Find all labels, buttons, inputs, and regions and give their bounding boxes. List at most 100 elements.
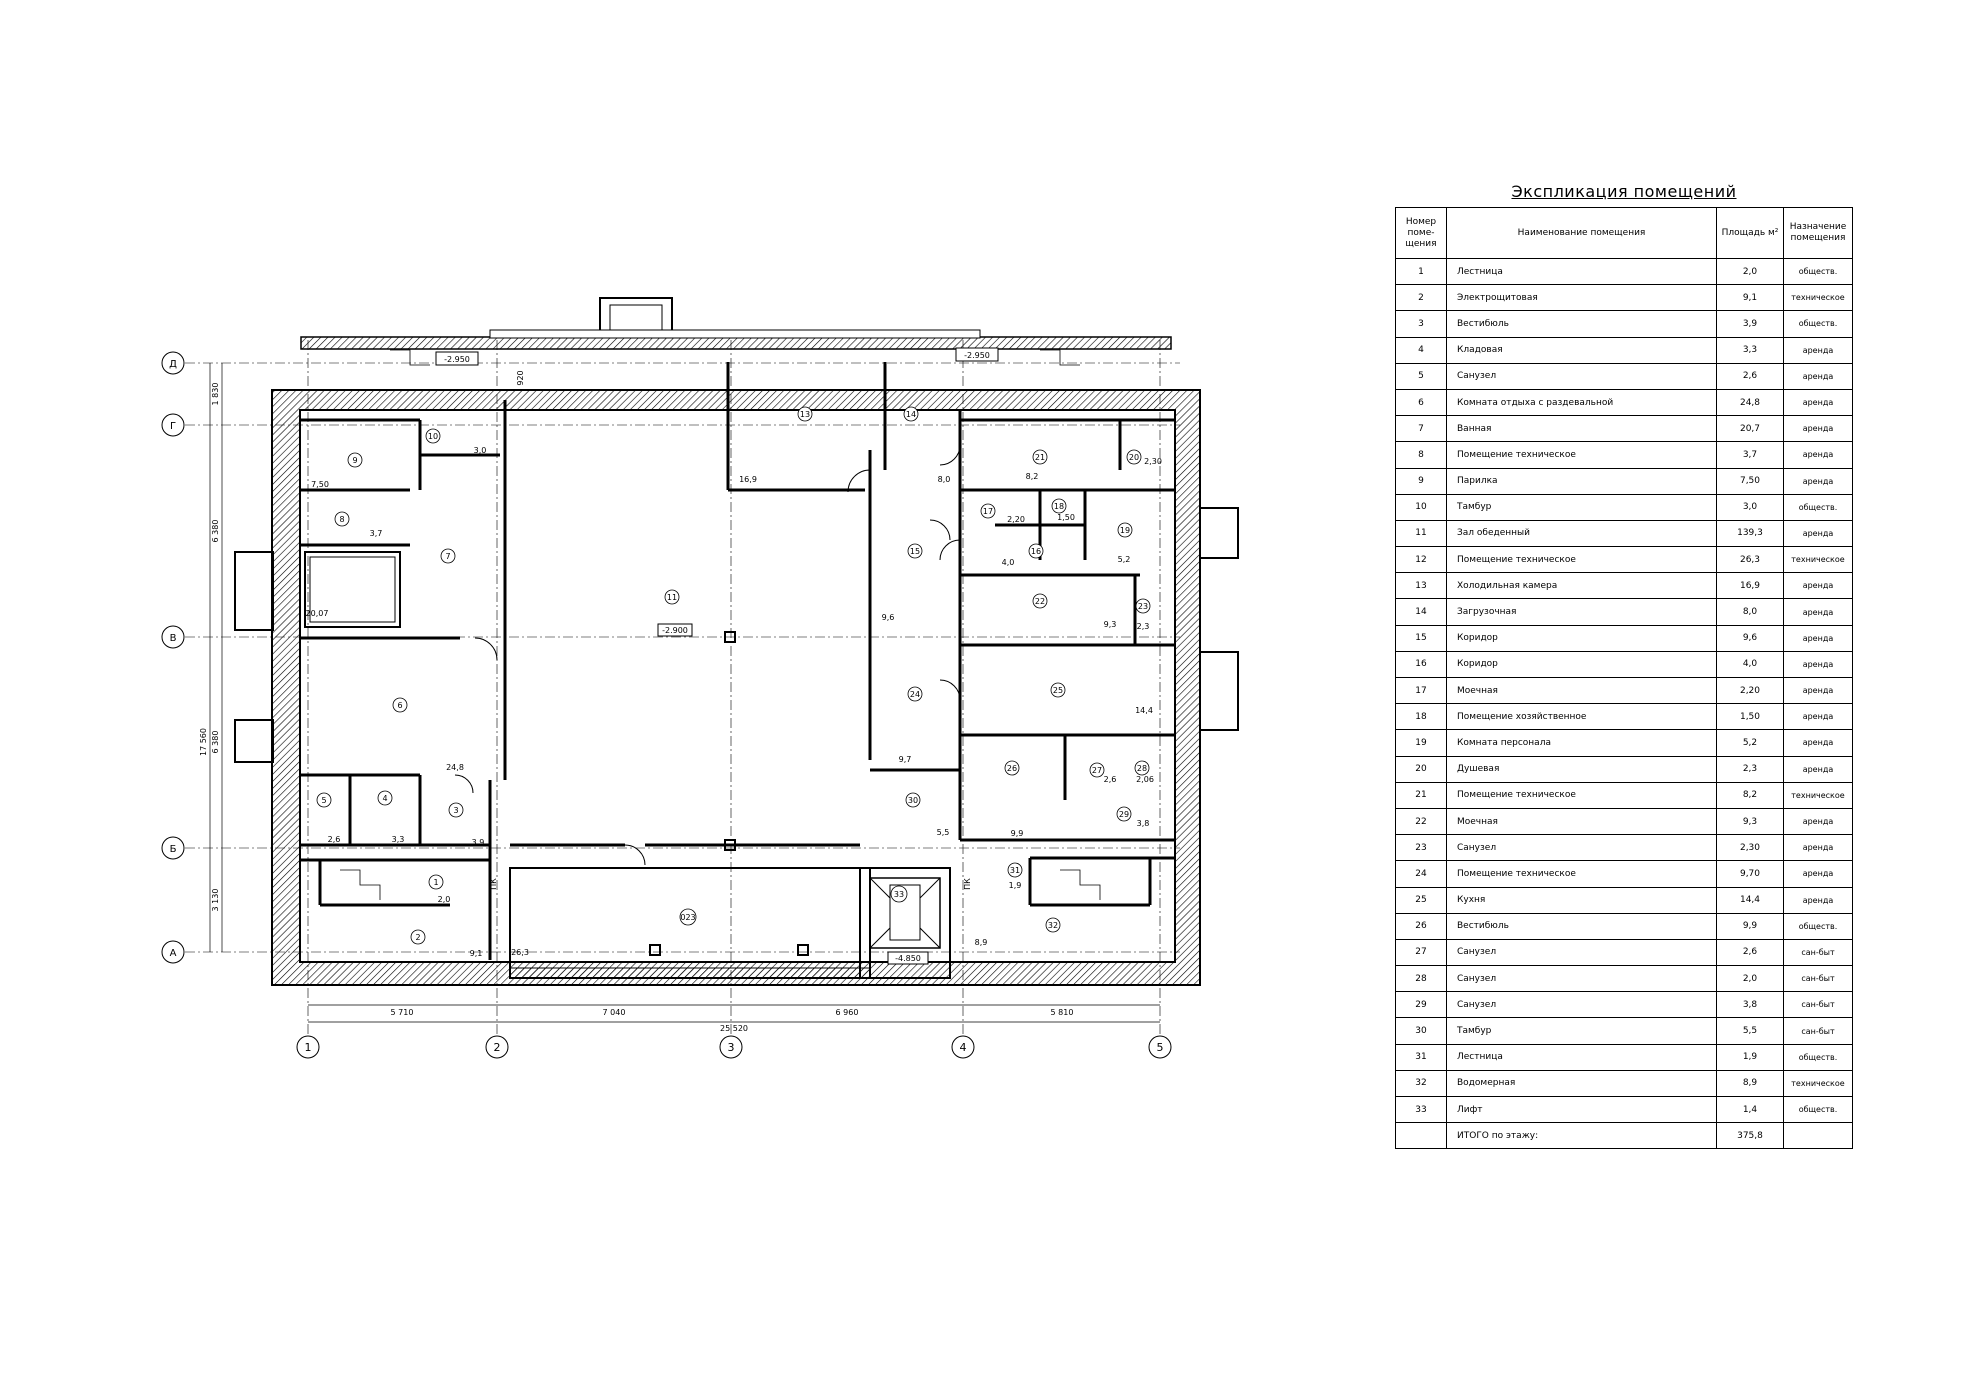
room-purpose-cell: обществ. [1783,1043,1853,1071]
room-area-cell: 14,4 [1716,886,1784,914]
header-number: Номер поме- щения [1395,207,1447,259]
room-name-cell: Помещение техническое [1446,781,1717,809]
room-area-label: 3,7 [370,529,383,538]
room-number-circle [347,452,363,468]
svg-text:1: 1 [305,1041,312,1054]
room-number-circle [797,406,813,422]
room-number-circle [905,792,921,808]
room-number-cell: 31 [1395,1043,1447,1071]
explication-title: Экспликация помещений [1511,182,1737,201]
room-purpose-cell: сан-быт [1783,1017,1853,1045]
svg-text:5: 5 [1157,1041,1164,1054]
room-area-cell: 16,9 [1716,572,1784,600]
room-number-circle [1126,449,1142,465]
svg-text:Б: Б [170,844,177,855]
column-axis-markers: 1 2 3 4 5 [296,1035,1172,1059]
room-number-circle [1134,760,1150,776]
room-number: 30 [908,796,918,805]
room-name-cell: Санузел [1446,991,1717,1019]
room-area-cell: 2,3 [1716,755,1784,783]
room-number-cell: 25 [1395,886,1447,914]
room-marker: 33 [890,885,908,903]
room-name-cell: Санузел [1446,834,1717,862]
room-area-cell: 3,0 [1716,493,1784,521]
room-number-cell: 11 [1395,519,1447,548]
room-number: 10 [428,432,438,441]
room-name-cell: Коридор [1446,650,1717,679]
room-area-label: 3,9 [472,838,485,847]
total-purpose-cell [1783,1122,1853,1150]
room-number-circle [903,406,919,422]
explication-table: Номер поме- щения Наименование помещения… [1395,207,1853,1150]
room-number-cell: 32 [1395,1069,1447,1098]
room-area-label: 14,4 [1135,706,1153,715]
room-purpose-cell: аренда [1783,807,1853,836]
room-number-circle [1051,498,1067,514]
room-marker: 172,20 [980,503,1025,524]
room-area-label: 2,6 [328,835,341,844]
room-number-cell: 33 [1395,1095,1447,1124]
room-area-cell: 9,3 [1716,807,1784,836]
floor-plan: 1 2 3 4 5 Д Г В Б А 5 710 7 040 6 960 5 … [161,297,1239,1059]
room-purpose-cell: аренда [1783,729,1853,757]
room-area-cell: 2,6 [1716,362,1784,390]
room-number: 9 [352,456,357,465]
room-area-label: 1,9 [1009,881,1022,890]
room-marker: 328,9 [975,917,1061,947]
room-number-circle [392,697,408,713]
room-number-circle [448,802,464,818]
room-name-cell: Вестибюль [1446,912,1717,940]
room-area-cell: 4,0 [1716,650,1784,679]
room-area-label: 5,2 [1118,555,1131,564]
room-number: 21 [1035,453,1045,462]
room-number-cell: 20 [1395,755,1447,783]
room-purpose-cell: аренда [1783,467,1853,495]
room-marker: 311,9 [1007,862,1023,890]
room-purpose-cell: аренда [1783,860,1853,888]
level-marks: -2.950 -2.950 -2.900 -4.850 [435,347,999,965]
room-number-cell: 14 [1395,598,1447,626]
room-area-cell: 3,7 [1716,441,1784,469]
room-number-cell: 9 [1395,467,1447,495]
room-area-label: 2,6 [1104,775,1117,784]
room-number-cell: 19 [1395,729,1447,757]
room-area-label: 26,3 [511,948,529,957]
room-area-cell: 5,2 [1716,729,1784,757]
room-area-cell: 8,9 [1716,1069,1784,1098]
room-number: 23 [1138,602,1148,611]
room-purpose-cell: обществ. [1783,257,1853,286]
room-name-cell: Помещение хозяйственное [1446,703,1717,731]
svg-text:А: А [170,948,177,959]
total-area: 375,8 [1716,1122,1784,1150]
room-marker: 97,50 [311,452,363,489]
room-name-cell: Помещение техническое [1446,441,1717,469]
room-area-cell: 139,3 [1716,519,1784,548]
room-area-label: 3,0 [474,446,487,455]
svg-text:2: 2 [494,1041,501,1054]
room-area-cell: 2,20 [1716,676,1784,705]
room-purpose-cell: аренда [1783,441,1853,469]
room-number-cell: 16 [1395,650,1447,679]
room-number: 6 [397,701,402,710]
room-number-circle [1028,543,1044,559]
room-name-cell: Санузел [1446,362,1717,390]
room-number: 20 [1129,453,1139,462]
room-number: 4 [382,794,387,803]
room-area-label: 9,3 [1104,620,1117,629]
room-name-cell: Водомерная [1446,1069,1717,1098]
explication-panel: Экспликация помещений Номер поме- щения … [1395,182,1853,1150]
room-name-cell: Душевая [1446,755,1717,783]
total-label: ИТОГО по этажу: [1446,1122,1717,1150]
room-marker: 33,9 [448,802,485,847]
room-area-label: 1,50 [1057,513,1075,522]
room-name-cell: Санузел [1446,938,1717,967]
dim-left-4: 3 130 [211,889,220,912]
room-area-cell: 1,4 [1716,1095,1784,1124]
room-number-cell: 4 [1395,336,1447,364]
